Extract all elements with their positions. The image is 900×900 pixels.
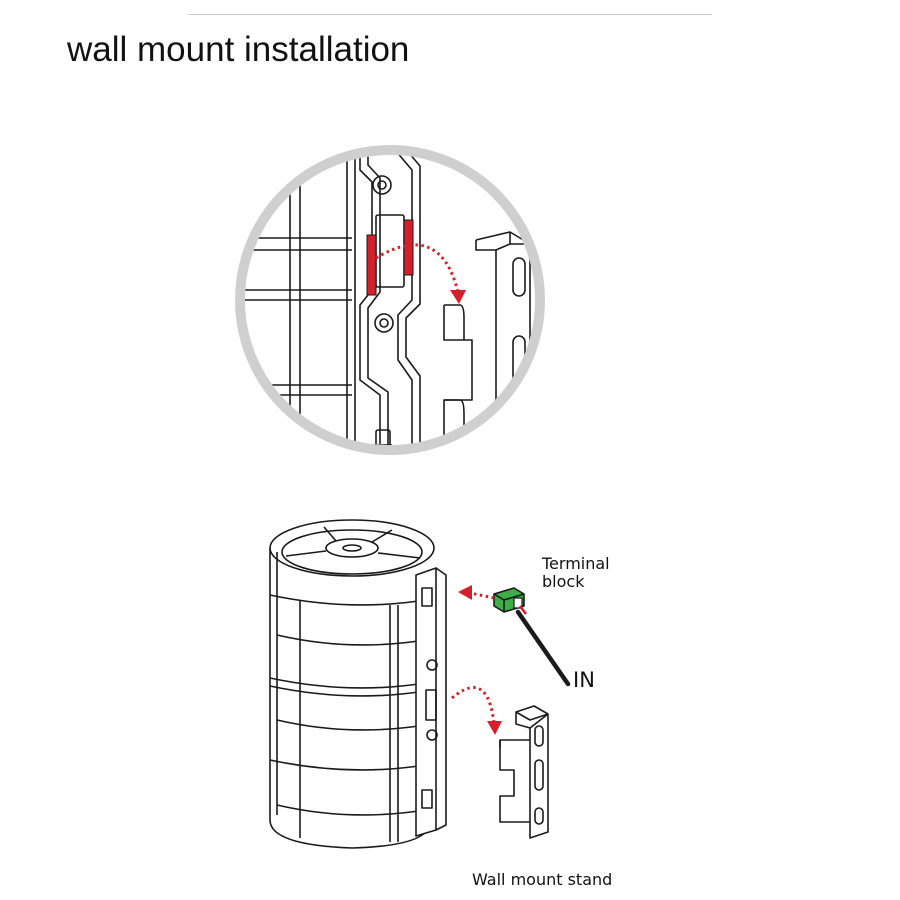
wall-mount-stand (499, 705, 549, 839)
detail-zoom-view (235, 145, 545, 455)
stand-arrowhead-icon (487, 721, 502, 735)
page-title: wall mount installation (67, 30, 410, 69)
terminal-block-label: Terminal block (542, 555, 610, 591)
terminal-dotted-arrow-icon (469, 591, 495, 600)
detail-dotted-curved-arrow-icon (375, 243, 460, 293)
header-divider (188, 14, 712, 15)
terminal-arrowhead-icon (458, 585, 472, 600)
speaker-cylinder (269, 519, 435, 849)
detail-zoom-ring (235, 145, 545, 455)
detail-arrowhead-icon (450, 290, 466, 304)
input-label: IN (573, 668, 595, 692)
terminal-block-label-line2: block (542, 572, 585, 591)
speaker-side-bracket (415, 567, 447, 837)
terminal-block-icon (493, 587, 527, 615)
stand-dotted-curved-arrow-icon (451, 686, 496, 725)
wall-mount-stand-label: Wall mount stand (472, 870, 613, 889)
terminal-block-label-line1: Terminal (542, 554, 610, 573)
input-cable (515, 609, 571, 687)
